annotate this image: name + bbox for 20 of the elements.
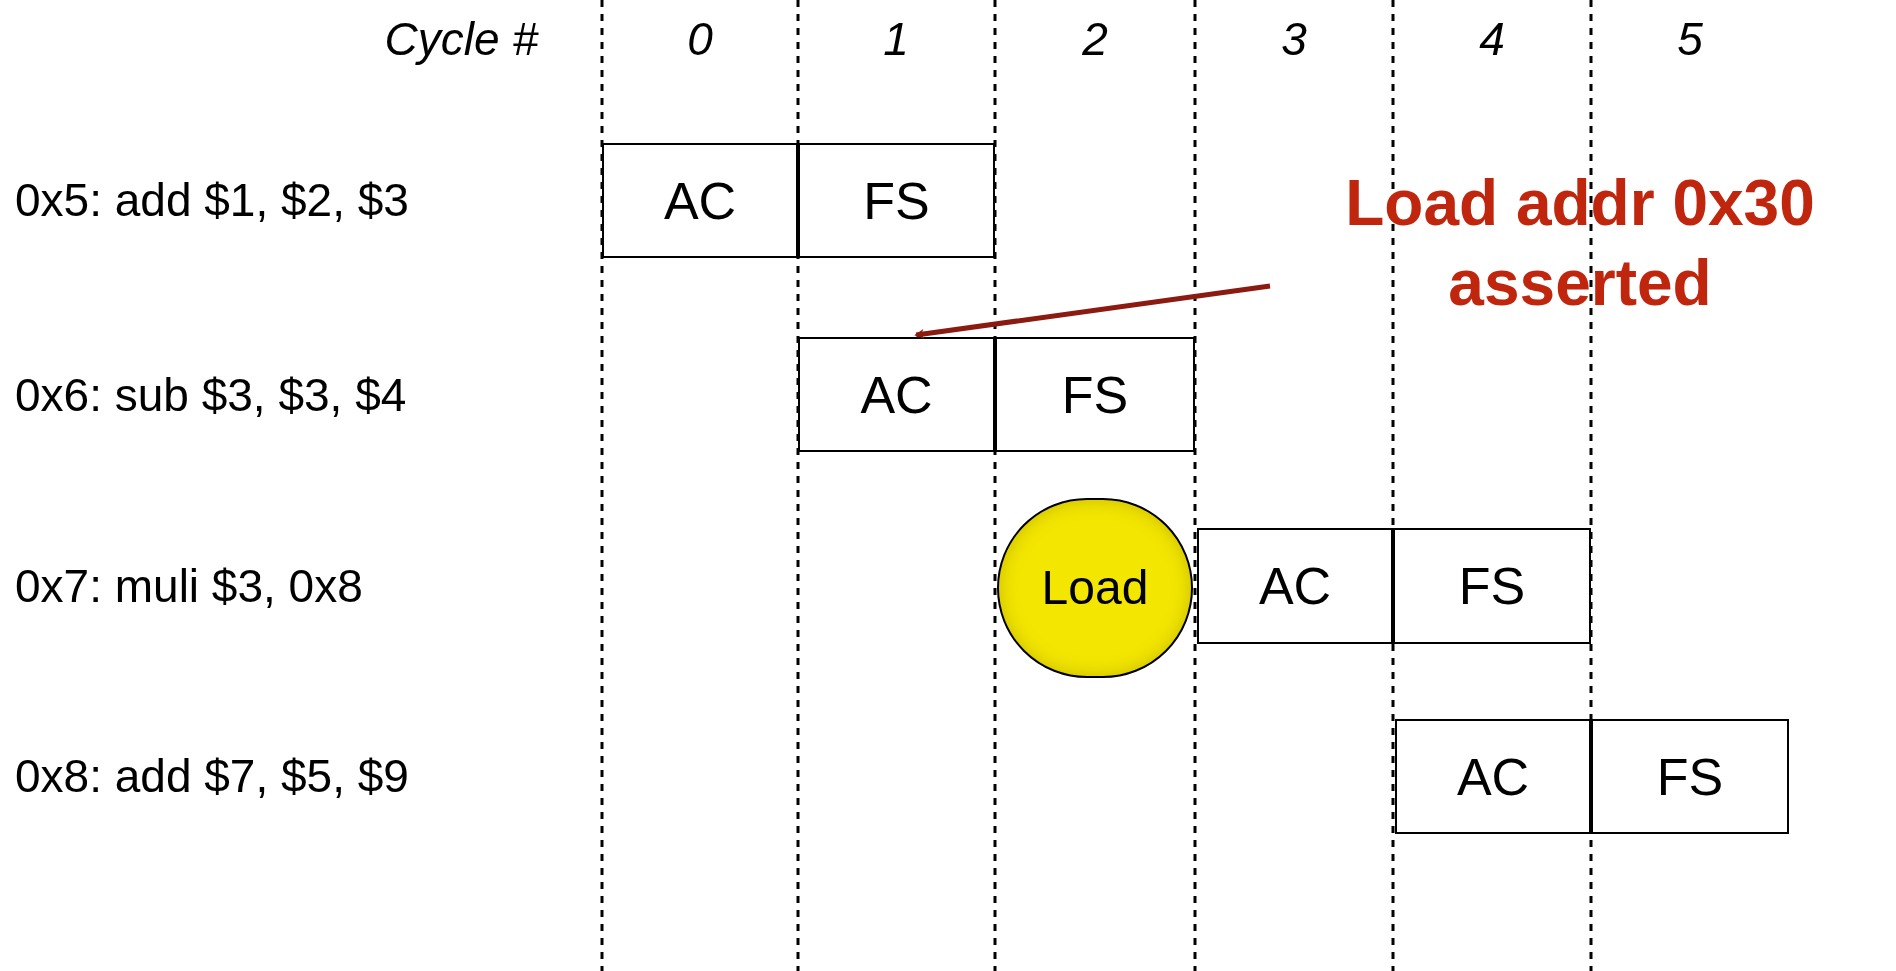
stage-box: FS <box>1591 719 1789 834</box>
cycle-header: 1 <box>883 16 909 62</box>
stage-box: AC <box>1197 528 1393 644</box>
stage-box: FS <box>798 143 995 258</box>
cycle-header: 5 <box>1677 16 1703 62</box>
instruction-label: 0x7: muli $3, 0x8 <box>15 563 363 609</box>
cycle-header: 3 <box>1281 16 1307 62</box>
cycle-header: 4 <box>1479 16 1505 62</box>
instruction-label: 0x6: sub $3, $3, $4 <box>15 372 407 418</box>
callout-text: Load addr 0x30 asserted <box>1270 163 1890 323</box>
stage-box: AC <box>602 143 798 258</box>
cycle-header: 2 <box>1082 16 1108 62</box>
instruction-label: 0x5: add $1, $2, $3 <box>15 177 409 223</box>
stage-box: AC <box>1395 719 1591 834</box>
instruction-label: 0x8: add $7, $5, $9 <box>15 753 409 799</box>
cycle-header: 0 <box>687 16 713 62</box>
stage-box: FS <box>995 337 1195 452</box>
arrow <box>914 283 1271 339</box>
stage-box: AC <box>798 337 995 452</box>
stage-box: FS <box>1393 528 1591 644</box>
